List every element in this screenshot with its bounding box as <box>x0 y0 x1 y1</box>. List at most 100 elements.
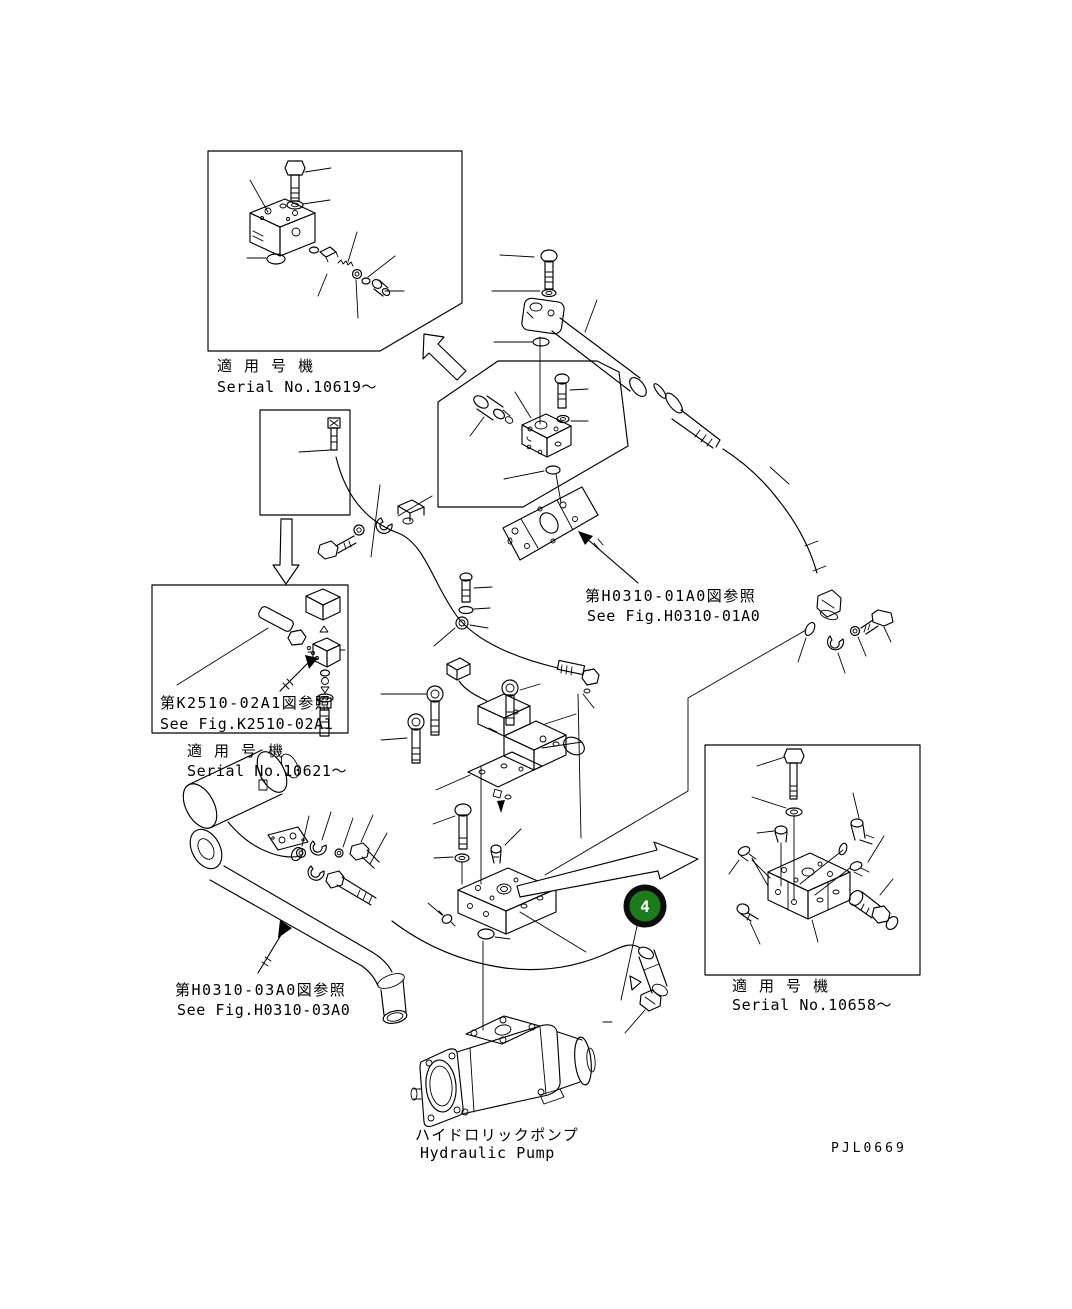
label-applicable-10658: 適 用 号 機 <box>732 977 830 995</box>
hose-line <box>391 920 641 971</box>
solenoid-valve-icon <box>477 693 585 771</box>
label-serial-10621: Serial No.10621～ <box>187 762 347 780</box>
o-ring-icon <box>545 465 561 475</box>
cable-clamp-group <box>317 484 433 560</box>
solenoid-block-icon <box>305 588 341 621</box>
plug-fitting-icon <box>473 395 514 424</box>
label-hydraulic-pump-jp: ハイドロリックポンプ <box>415 1126 579 1144</box>
label-hydraulic-pump-en: Hydraulic Pump <box>420 1144 555 1162</box>
label-applicable-10619: 適 用 号 機 <box>217 357 315 375</box>
label-ref-h0310-01a0-jp: 第H0310-01A0図参照 <box>585 587 756 605</box>
arrow-to-serial-10619-box <box>422 333 467 381</box>
manifold-block-icon <box>457 867 557 935</box>
socket-bolt-icon <box>407 713 425 764</box>
long-bolt-icon <box>783 748 805 800</box>
bolt-head-icon <box>554 373 570 385</box>
tube-assembly-group <box>182 749 408 1024</box>
manifold-plug-icon <box>438 910 456 927</box>
hydraulic-pump-drawing <box>410 1015 596 1128</box>
arrow-to-k2510-box <box>272 518 300 585</box>
callout-polygon-box <box>437 336 629 508</box>
elbow-block-icon <box>521 297 565 335</box>
clamp-bolt-icon <box>349 842 380 869</box>
label-ref-h0310-03a0-jp: 第H0310-03A0図参照 <box>175 981 346 999</box>
region-divider-line <box>544 629 807 876</box>
plug-icon <box>737 846 757 862</box>
label-serial-10619: Serial No.10619～ <box>217 378 377 396</box>
bolt-icon <box>284 160 306 202</box>
clamp-bolt-icon <box>860 609 894 635</box>
label-ref-h0310-03a0-en: See Fig.H0310-03A0 <box>177 1001 350 1019</box>
washer-icon <box>454 853 470 863</box>
plug-icon <box>736 903 759 922</box>
socket-bolt-icon <box>426 685 444 736</box>
arrow-to-gasket <box>578 531 639 584</box>
callout-4-circle[interactable] <box>623 884 667 928</box>
drawing-code: PJL0669 <box>831 1141 907 1156</box>
gasket-plate-group <box>502 486 599 561</box>
grommet-icon <box>455 616 469 630</box>
valve-block-icon <box>521 413 572 458</box>
o-ring-icon <box>266 253 286 265</box>
plug-icon <box>849 861 870 877</box>
cable-line <box>335 456 559 669</box>
label-serial-10658: Serial No.10658～ <box>732 996 892 1014</box>
plug-icon <box>774 825 788 843</box>
small-bolt-icon <box>327 417 341 451</box>
clamp-half-icon <box>309 840 327 856</box>
socket-bolt-icon <box>501 679 519 726</box>
connector-wire <box>458 680 488 702</box>
callout-box-serial-10619 <box>207 150 463 352</box>
hose-end-fitting-icon <box>816 589 842 621</box>
long-bolt-icon <box>454 803 472 850</box>
callout-box-small <box>259 409 351 516</box>
callout-4-number: 4 <box>640 897 650 916</box>
arrow-to-serial-10658-box <box>516 841 699 898</box>
washer-icon <box>785 807 803 817</box>
o-ring-icon <box>477 928 495 940</box>
relief-valve-icon <box>848 890 899 930</box>
threaded-rod-icon <box>319 709 330 737</box>
sensor-icon <box>258 606 319 660</box>
flange-icon <box>665 392 683 414</box>
long-bolt-icon <box>671 409 721 449</box>
bolt-head-icon <box>540 249 558 263</box>
plug-icon <box>490 844 502 864</box>
grommet-group <box>433 572 493 647</box>
long-clamp-bolt-icon <box>325 870 377 906</box>
solenoid-valve-assembly <box>380 657 587 953</box>
valve-block-icon <box>249 198 316 257</box>
elbow-fitting-icon <box>850 818 875 845</box>
valve-gasket-icon <box>467 751 543 813</box>
part-4-elbow-icon <box>624 946 668 1034</box>
callout-box-serial-10658 <box>704 744 921 976</box>
manifold-block-icon <box>767 852 851 920</box>
callout-box-k2510: 第K2510-02A1図参照 See Fig.K2510-02A1 <box>151 584 349 737</box>
label-ref-h0310-01a0-en: See Fig.H0310-01A0 <box>587 607 760 625</box>
arrow-to-tube <box>257 920 292 974</box>
connector-icon <box>446 657 471 681</box>
flange-ring-icon <box>189 828 223 870</box>
hose-right <box>722 448 894 674</box>
label-ref-k2510-en: See Fig.K2510-02A1 <box>160 715 333 733</box>
fitting-icon <box>316 693 334 709</box>
clamp-bolt-icon <box>317 535 357 560</box>
label-applicable-10621: 適 用 号 機 <box>187 742 285 760</box>
washer-icon <box>556 414 570 424</box>
fitting-parts-chain <box>308 246 391 297</box>
label-ref-k2510-jp: 第K2510-02A1図参照 <box>160 694 331 712</box>
o-ring-icon <box>804 621 816 637</box>
sensor-fitting-group <box>556 659 600 839</box>
tube-flange-icon <box>629 377 647 397</box>
clamp-half-icon <box>375 517 393 534</box>
washer-icon <box>286 200 304 210</box>
washer-icon <box>541 288 557 298</box>
o-ring-icon <box>532 337 550 347</box>
callout-4-leader <box>620 925 638 1001</box>
arrow-to-valve-body <box>279 655 318 692</box>
elbow-fitting-assembly <box>491 249 721 449</box>
washer-icon <box>849 625 861 637</box>
callout-4[interactable]: 4 <box>623 884 667 928</box>
